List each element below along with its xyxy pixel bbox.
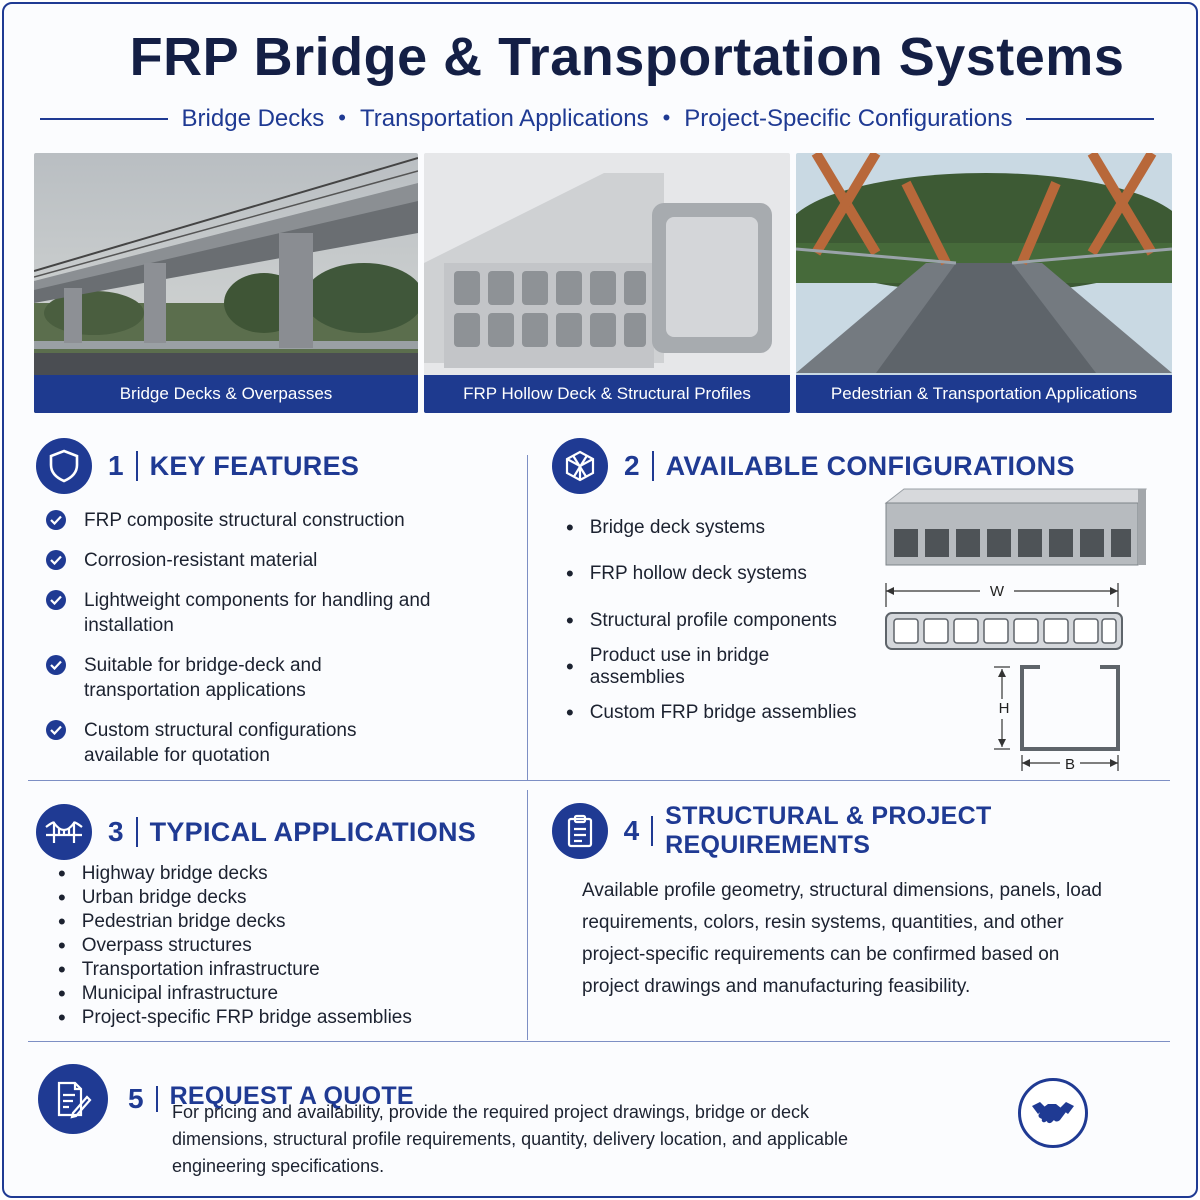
overpass-illustration [34,153,418,413]
list-item: Suitable for bridge-deck and transportat… [46,653,426,703]
key-features-list: FRP composite structural construction Co… [46,508,516,768]
subtitle-separator: • [338,105,346,130]
section-number: 4 [623,815,640,846]
height-dimension [994,666,1010,750]
subtitle-separator: • [662,105,671,130]
section-number: 2 [624,450,640,481]
section-requirements-header: 4 STRUCTURAL & PROJECT REQUIREMENTS [552,802,1200,860]
divider-vertical-bottom [527,790,528,1040]
document-pen-icon [38,1064,108,1134]
photo-strip: Bridge Decks & Overpasses FRP Hollow Dec… [34,153,1172,413]
list-item: Municipal infrastructure [58,982,518,1006]
section-title: AVAILABLE CONFIGURATIONS [665,450,1075,481]
section-key-features-header: 1 KEY FEATURES [36,438,359,494]
subtitle-rule-left [40,118,168,120]
section-bar [135,817,138,847]
quote-text: For pricing and availability, provide th… [172,1102,849,1176]
check-icon [46,550,66,570]
section-title: STRUCTURAL & PROJECT REQUIREMENTS [665,802,992,859]
list-item: Custom structural configurations availab… [46,718,426,768]
list-item: Lightweight components for handling and … [46,588,516,638]
section-number: 5 [128,1083,144,1114]
list-item: Corrosion-resistant material [46,548,516,573]
photo-caption: Bridge Decks & Overpasses [34,375,418,413]
check-icon [46,590,66,610]
subtitle-item-configurations: Project-Specific Configurations [684,105,1013,132]
section-number: 1 [108,450,124,481]
list-item: Overpass structures [58,934,518,958]
list-item: Transportation infrastructure [58,958,518,982]
photo-caption: Pedestrian & Transportation Applications [796,375,1172,413]
list-item: Urban bridge decks [58,886,518,910]
list-item: Highway bridge decks [58,862,518,886]
base-dimension [1021,755,1119,771]
section-bar [651,451,654,481]
divider-horizontal-middle [28,780,1170,781]
subtitle: Bridge Decks • Transportation Applicatio… [168,105,1027,133]
list-item: Pedestrian bridge decks [58,910,518,934]
photo-caption: FRP Hollow Deck & Structural Profiles [424,375,790,413]
shield-icon [36,438,92,494]
applications-list: Highway bridge decks Urban bridge decks … [58,862,518,1030]
deck-panel-diagram [884,488,1147,566]
configurations-list: Bridge deck systems FRP hollow deck syst… [566,514,866,727]
section-title: TYPICAL APPLICATIONS [149,816,477,847]
dim-label-b: B [1065,756,1075,773]
check-icon [46,510,66,530]
photo-bridge-overpass: Bridge Decks & Overpasses [34,153,418,413]
photo-hollow-deck: FRP Hollow Deck & Structural Profiles [424,153,790,413]
width-dimension [885,583,1119,607]
check-icon [46,720,66,740]
section-number: 3 [108,816,124,847]
check-icon [46,655,66,675]
hollow-deck-illustration [424,153,790,413]
pedestrian-bridge-illustration [796,153,1172,413]
list-item: Custom FRP bridge assemblies [566,699,866,727]
list-item: Structural profile components [566,607,866,635]
list-item: Product use in bridge assemblies [566,645,866,688]
channel-profile-diagram [1020,665,1120,751]
section-applications-header: 3 TYPICAL APPLICATIONS [36,804,476,860]
list-item: Project-specific FRP bridge assemblies [58,1006,518,1030]
subtitle-row: Bridge Decks • Transportation Applicatio… [40,102,1154,136]
section-quote-header: 5 REQUEST A QUOTE [38,1064,414,1134]
dim-label-w: W [990,583,1005,600]
section-configurations-header: 2 AVAILABLE CONFIGURATIONS [552,438,1075,494]
clipboard-icon [552,803,608,859]
subtitle-item-bridge-decks: Bridge Decks [181,105,325,132]
profile-diagrams: W H B [884,488,1147,773]
photo-pedestrian-bridge: Pedestrian & Transportation Applications [796,153,1172,413]
list-item: FRP hollow deck systems [566,560,866,588]
section-title: KEY FEATURES [149,450,360,481]
cube-icon [552,438,608,494]
page-title: FRP Bridge & Transportation Systems [129,27,1125,87]
list-item: FRP composite structural construction [46,508,516,533]
section-bar [155,1086,158,1112]
section-bar [651,816,654,846]
list-item: Bridge deck systems [566,514,866,542]
divider-horizontal-bottom [28,1041,1170,1042]
subtitle-rule-right [1026,118,1154,120]
hollow-profile-diagram [885,612,1123,650]
requirements-text: Available profile geometry, structural d… [582,880,1102,997]
handshake-icon [1018,1078,1088,1148]
subtitle-item-transportation: Transportation Applications [359,105,649,132]
section-bar [135,451,138,481]
section-title: REQUEST A QUOTE [169,1081,414,1110]
dim-label-h: H [999,700,1010,717]
divider-vertical-top [527,455,528,780]
bridge-icon [36,804,92,860]
